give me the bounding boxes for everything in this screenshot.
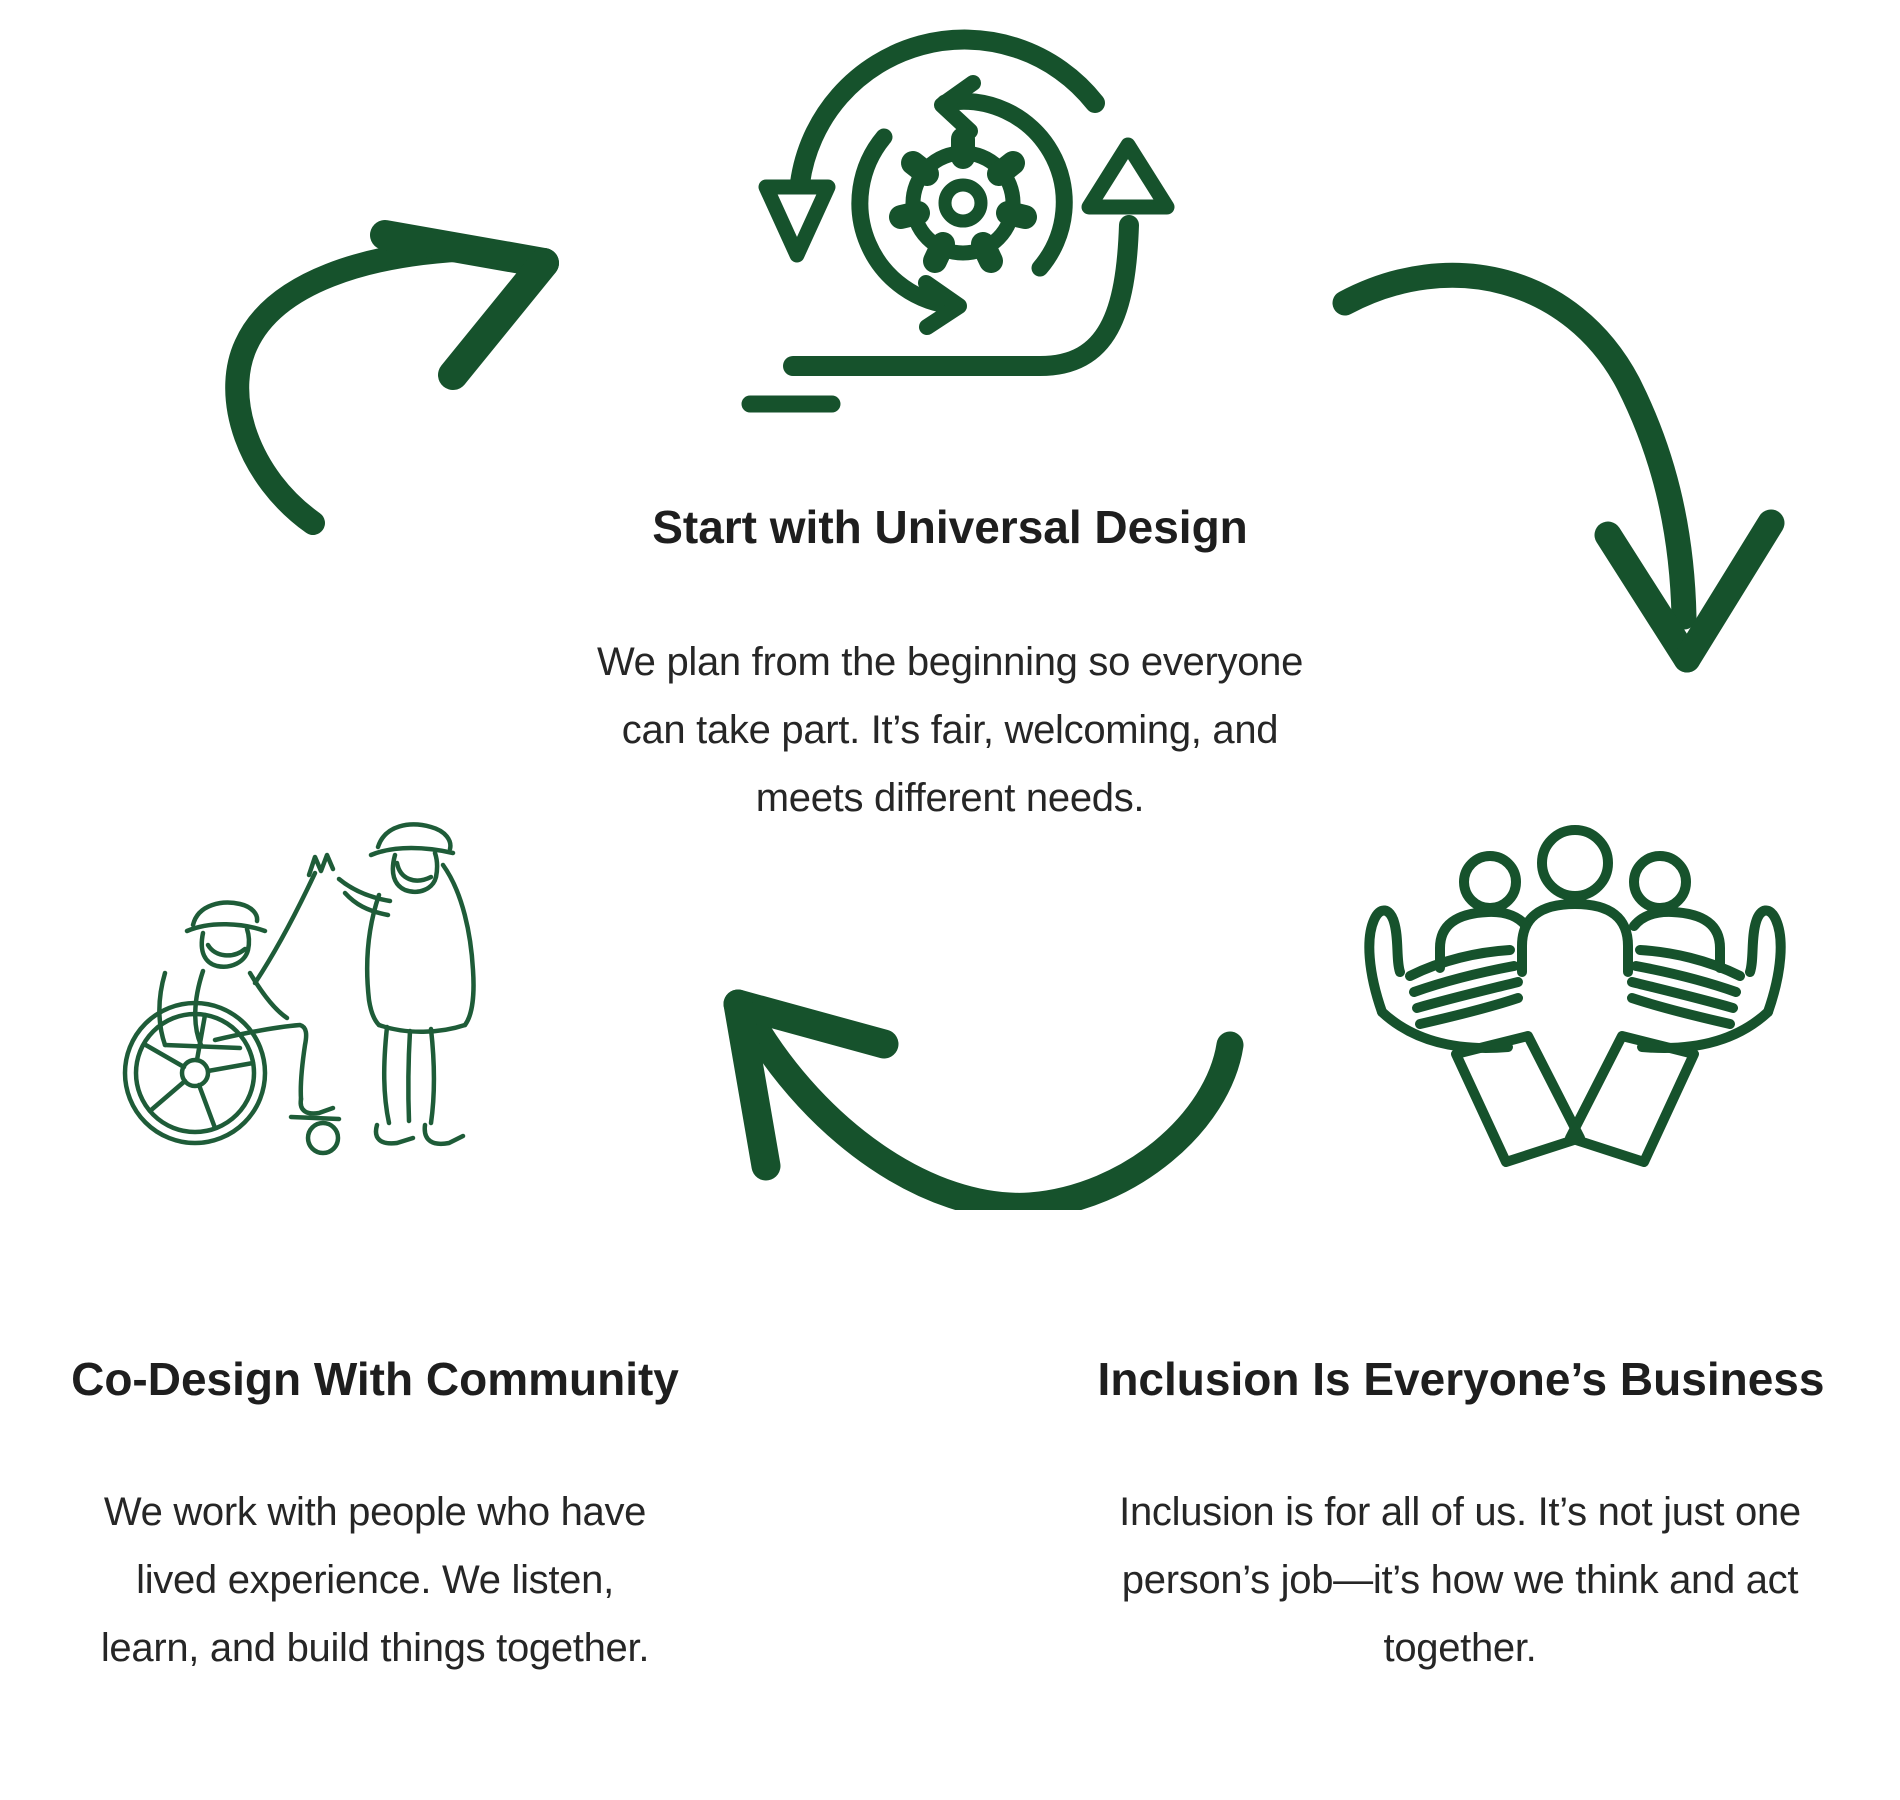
node-body-line: Inclusion is for all of us. It’s not jus… — [1119, 1490, 1801, 1534]
node-body-line: can take part. It’s fair, welcoming, and — [621, 708, 1279, 752]
node-title-universal-design: Start with Universal Design — [652, 501, 1248, 553]
node-body-line: person’s job—it’s how we think and act — [1121, 1558, 1799, 1602]
node-body-line: meets different needs. — [755, 776, 1145, 820]
node-title-co-design: Co-Design With Community — [71, 1353, 679, 1405]
process-gear-cycle-icon — [741, 29, 1175, 413]
node-body-universal-design: We plan from the beginning so everyone c… — [450, 628, 1450, 832]
hands-holding-people-icon — [1364, 825, 1786, 1167]
wheelchair-highfive-illustration — [122, 822, 476, 1156]
node-body-line: lived experience. We listen, — [136, 1558, 614, 1602]
arrow-inclusion-to-codesign — [723, 989, 1244, 1210]
arrow-universal-to-inclusion — [1332, 262, 1785, 673]
node-body-line: We work with people who have — [103, 1490, 647, 1534]
node-body-co-design: We work with people who have lived exper… — [25, 1478, 725, 1682]
node-title-inclusion: Inclusion Is Everyone’s Business — [1097, 1353, 1825, 1405]
node-body-line: learn, and build things together. — [100, 1626, 650, 1670]
node-body-inclusion: Inclusion is for all of us. It’s not jus… — [1030, 1478, 1890, 1682]
node-body-line: together. — [1383, 1626, 1537, 1670]
arrow-codesign-to-universal — [225, 220, 559, 535]
node-body-line: We plan from the beginning so everyone — [596, 640, 1304, 684]
